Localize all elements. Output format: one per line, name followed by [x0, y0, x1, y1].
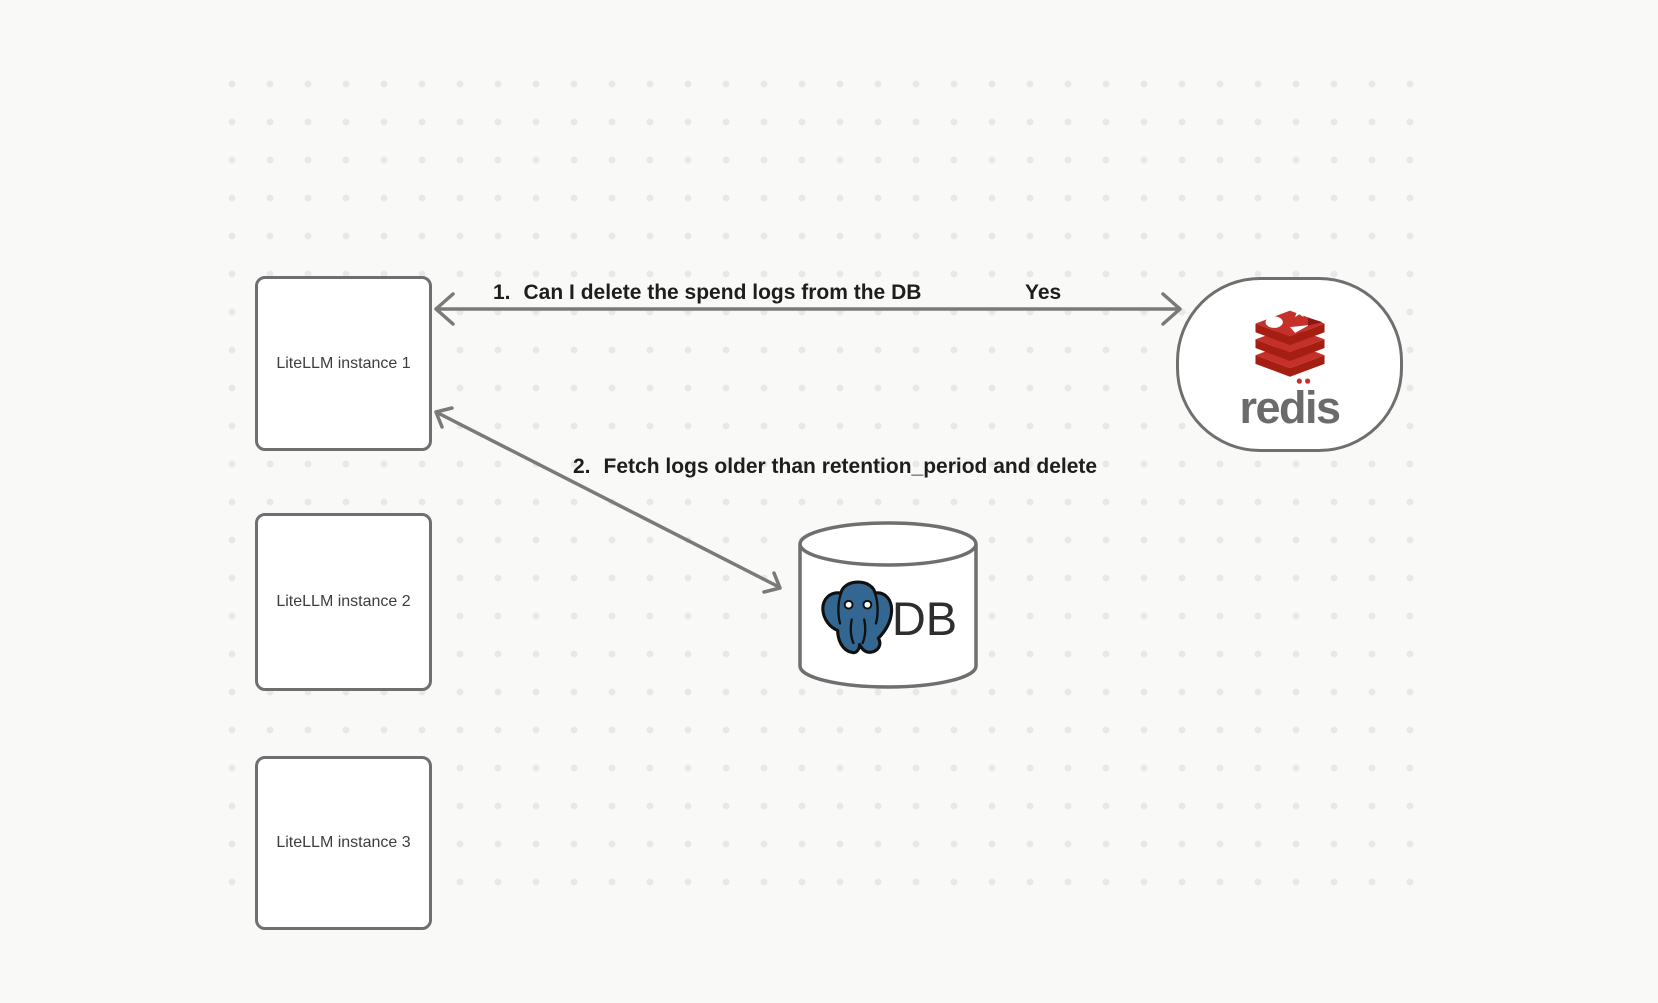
- db-label: DB: [891, 591, 958, 645]
- node-litellm-instance-1-label: LiteLLM instance 1: [276, 354, 411, 372]
- node-redis[interactable]: redis: [1176, 277, 1403, 452]
- node-litellm-instance-2-label: LiteLLM instance 2: [276, 593, 411, 610]
- edge-label-1-number: 1.: [493, 281, 511, 304]
- edge-label-2-text: Fetch logs older than retention_period a…: [603, 455, 1098, 478]
- db-label-group: DB: [800, 572, 976, 664]
- edge-label-2-number: 2.: [573, 455, 591, 478]
- redis-stack-logo-icon: [1254, 303, 1325, 384]
- node-litellm-instance-3[interactable]: LiteLLM instance 3: [255, 756, 432, 930]
- node-litellm-instance-2[interactable]: LiteLLM instance 2: [255, 513, 432, 691]
- edge-label-1-text: Can I delete the spend logs from the DB: [523, 281, 922, 304]
- redis-wordmark: redis: [1239, 381, 1341, 433]
- edge-label-1: 1. Can I delete the spend logs from the …: [493, 281, 921, 305]
- node-litellm-instance-3-label: LiteLLM instance 3: [276, 834, 411, 851]
- postgresql-elephant-icon: [821, 580, 893, 655]
- node-litellm-instance-1[interactable]: LiteLLM instance 1: [255, 276, 432, 451]
- edge-label-yes: Yes: [1025, 281, 1062, 304]
- edge-label-2: 2. Fetch logs older than retention_perio…: [573, 455, 1097, 479]
